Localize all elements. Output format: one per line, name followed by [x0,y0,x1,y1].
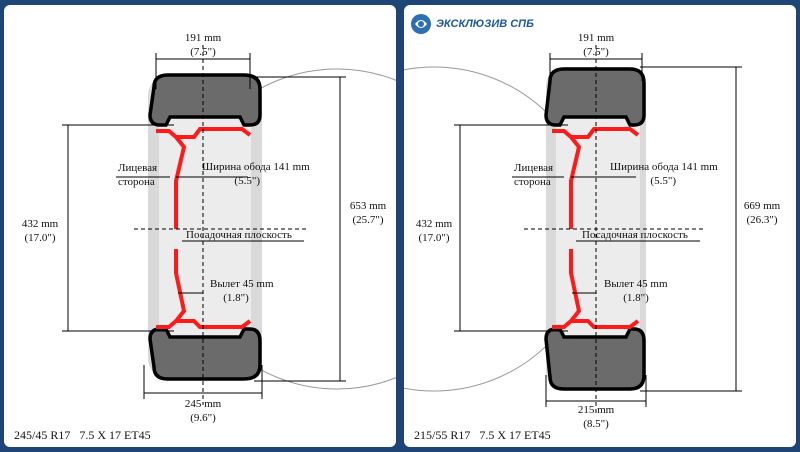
face-label-1: Лицевая [514,162,553,174]
top-width-mm: 191 mm [185,32,222,44]
face-label-1: Лицевая [118,162,157,174]
left-wheel-panel: 191 mm (7.5") 432 mm (17.0") Лицевая сто… [4,5,396,447]
offset-inch: (1.8") [623,292,649,304]
overall-diameter-mm: 653 mm [350,200,387,212]
offset-label: Вылет 45 mm [210,278,274,290]
right-caption: 215/55 R17 7.5 X 17 ET45 [414,428,551,442]
top-width-in: (7.5") [190,46,216,58]
tire-width-mm: 215 mm [578,404,615,416]
face-label-2: сторона [514,176,551,188]
rim-width-label: Ширина обода 141 mm [202,161,310,173]
tire-tread-bottom [544,327,646,391]
mount-plane-label: Посадочная плоскость [582,229,688,241]
rim-width-inch: (5.5") [234,175,260,187]
offset-inch: (1.8") [223,292,249,304]
overall-diameter-mm: 669 mm [744,200,781,212]
tire-width-mm: 245 mm [185,398,222,410]
tire-tread-top [148,73,262,127]
rim-profile-bottom [552,249,640,329]
overall-diameter-in: (25.7") [352,214,383,226]
tire-width-in: (9.6") [190,412,216,424]
rim-profile-bottom [156,249,252,329]
rim-diameter-mm: 432 mm [22,218,59,230]
right-wheel-diagram: 191 mm (7.5") 432 mm (17.0") Лицевая сто… [404,32,781,430]
rim-diameter-in: (17.0") [418,232,449,244]
top-width-mm: 191 mm [578,32,615,44]
right-wheel-panel: ЭКСКЛЮЗИВ СПБ 191 mm (7.5") 432 mm (17.0… [404,5,796,447]
top-width-in: (7.5") [583,46,609,58]
overall-diameter-in: (26.3") [746,214,777,226]
rim-profile-top [156,127,252,229]
offset-label: Вылет 45 mm [604,278,668,290]
brand-name: ЭКСКЛЮЗИВ СПБ [436,18,534,30]
brand-emblem-icon [411,14,431,34]
left-caption: 245/45 R17 7.5 X 17 ET45 [14,428,151,442]
rim-profile-top [552,127,640,229]
brand-logo: ЭКСКЛЮЗИВ СПБ [410,13,534,35]
tire-tread-top [544,67,646,127]
tire-width-in: (8.5") [583,418,609,430]
rim-diameter-in: (17.0") [24,232,55,244]
rim-area [556,105,640,351]
rim-width-label: Ширина обода 141 mm [610,161,718,173]
tire-tread-bottom [148,327,262,381]
rim-width-inch: (5.5") [650,175,676,187]
left-wheel-diagram: 191 mm (7.5") 432 mm (17.0") Лицевая сто… [22,32,396,424]
rim-area [159,105,251,351]
rim-diameter-mm: 432 mm [416,218,453,230]
mount-plane-label: Посадочная плоскость [186,229,292,241]
face-label-2: сторона [118,176,155,188]
